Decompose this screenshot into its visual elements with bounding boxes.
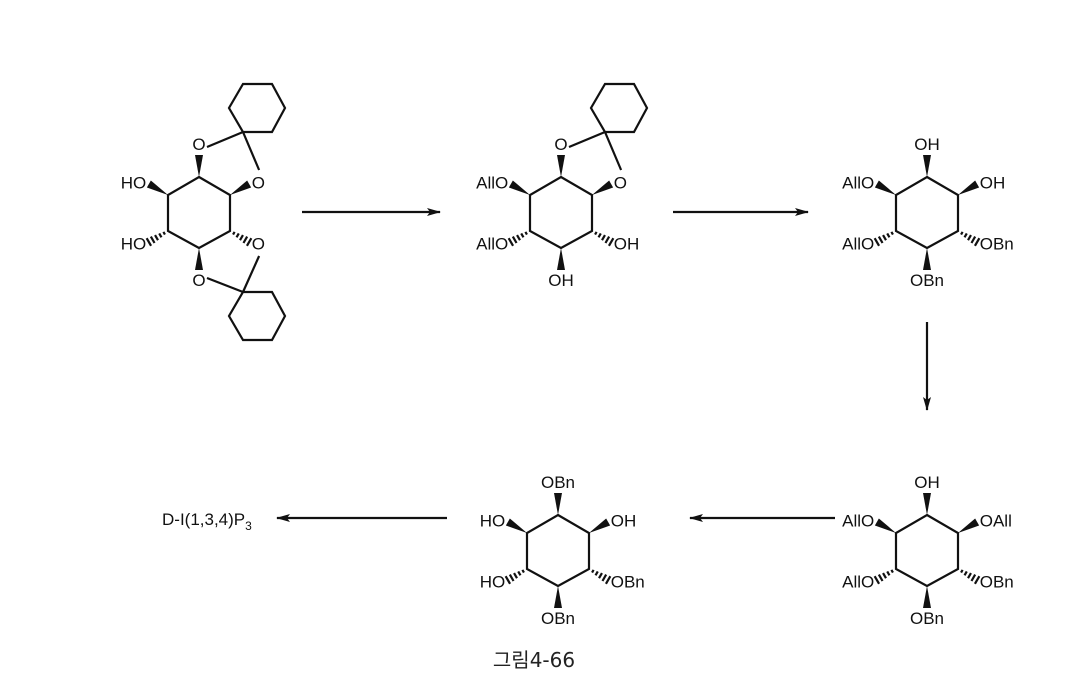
- wedge-bond: [146, 180, 168, 195]
- product-label: D-I(1,3,4)P3: [162, 510, 252, 533]
- substituent-label: AllO: [842, 235, 874, 254]
- wedge-bond: [557, 155, 565, 177]
- substituent-label: O: [252, 235, 265, 254]
- hashed-bond: [960, 569, 981, 585]
- compound-1: O O O O HO HO: [121, 82, 287, 342]
- wedge-bond: [589, 518, 611, 533]
- substituent-label: HO: [480, 573, 506, 592]
- wedge-bond: [505, 518, 527, 533]
- substituent-label: OH: [611, 512, 637, 531]
- substituent-label: OH: [548, 271, 574, 290]
- hashed-bond: [873, 569, 894, 585]
- hashed-bond: [960, 231, 981, 247]
- substituent-label: AllO: [842, 573, 874, 592]
- hashed-bond: [232, 231, 253, 247]
- substituent-label: AllO: [842, 174, 874, 193]
- substituent-label: HO: [121, 174, 147, 193]
- hashed-bond: [591, 569, 612, 585]
- compound-2: O O OH OH AllO AllO: [476, 82, 649, 290]
- wedge-bond: [874, 180, 896, 195]
- cyclohexylidene-ketal-top: [568, 82, 649, 171]
- hashed-bond: [145, 231, 166, 247]
- hashed-bond: [504, 569, 525, 585]
- substituent-label: OBn: [980, 573, 1014, 592]
- wedge-bond: [874, 518, 896, 533]
- substituent-label: O: [614, 174, 627, 193]
- substituent-label: O: [252, 174, 265, 193]
- wedge-bond: [230, 180, 252, 195]
- substituent-label: OBn: [910, 609, 944, 628]
- substituent-label: OBn: [980, 235, 1014, 254]
- substituent-label: O: [192, 135, 205, 154]
- cyclohexane-ring: [589, 82, 649, 134]
- wedge-bond: [958, 180, 980, 195]
- cyclohexane-ring: [227, 82, 287, 134]
- substituent-label: AllO: [476, 174, 508, 193]
- cyclohexane-ring: [166, 175, 232, 250]
- substituent-label: OH: [614, 235, 640, 254]
- wedge-bond: [195, 248, 203, 270]
- substituent-label: AllO: [476, 235, 508, 254]
- figure-caption: 그림4-66: [493, 648, 575, 672]
- substituent-label: OBn: [541, 609, 575, 628]
- substituent-label: OH: [914, 473, 940, 492]
- substituent-label: OBn: [541, 473, 575, 492]
- substituent-label: OH: [914, 135, 940, 154]
- wedge-bond: [592, 180, 614, 195]
- wedge-bond: [923, 493, 931, 515]
- substituent-label: HO: [480, 512, 506, 531]
- cyclohexane-ring: [525, 513, 591, 588]
- wedge-bond: [923, 586, 931, 608]
- cyclohexane-ring: [227, 290, 287, 342]
- substituent-label: O: [192, 271, 205, 290]
- cyclohexylidene-ketal-top: [206, 82, 287, 171]
- cyclohexylidene-ketal-bottom: [206, 255, 287, 342]
- wedge-bond: [557, 248, 565, 270]
- wedge-bond: [923, 155, 931, 177]
- wedge-bond: [508, 180, 530, 195]
- cyclohexane-ring: [894, 513, 960, 588]
- wedge-bond: [195, 155, 203, 177]
- substituent-label: HO: [121, 235, 147, 254]
- hashed-bond: [594, 231, 615, 247]
- substituent-label: OH: [980, 174, 1006, 193]
- substituent-label: O: [554, 135, 567, 154]
- wedge-bond: [958, 518, 980, 533]
- substituent-label: OBn: [910, 271, 944, 290]
- substituent-label: AllO: [842, 512, 874, 531]
- substituent-label: OBn: [611, 573, 645, 592]
- cyclohexane-ring: [528, 175, 594, 250]
- hashed-bond: [507, 231, 528, 247]
- wedge-bond: [554, 586, 562, 608]
- wedge-bond: [923, 248, 931, 270]
- hashed-bond: [873, 231, 894, 247]
- wedge-bond: [554, 493, 562, 515]
- substituent-label: OAll: [980, 512, 1012, 531]
- cyclohexane-ring: [894, 175, 960, 250]
